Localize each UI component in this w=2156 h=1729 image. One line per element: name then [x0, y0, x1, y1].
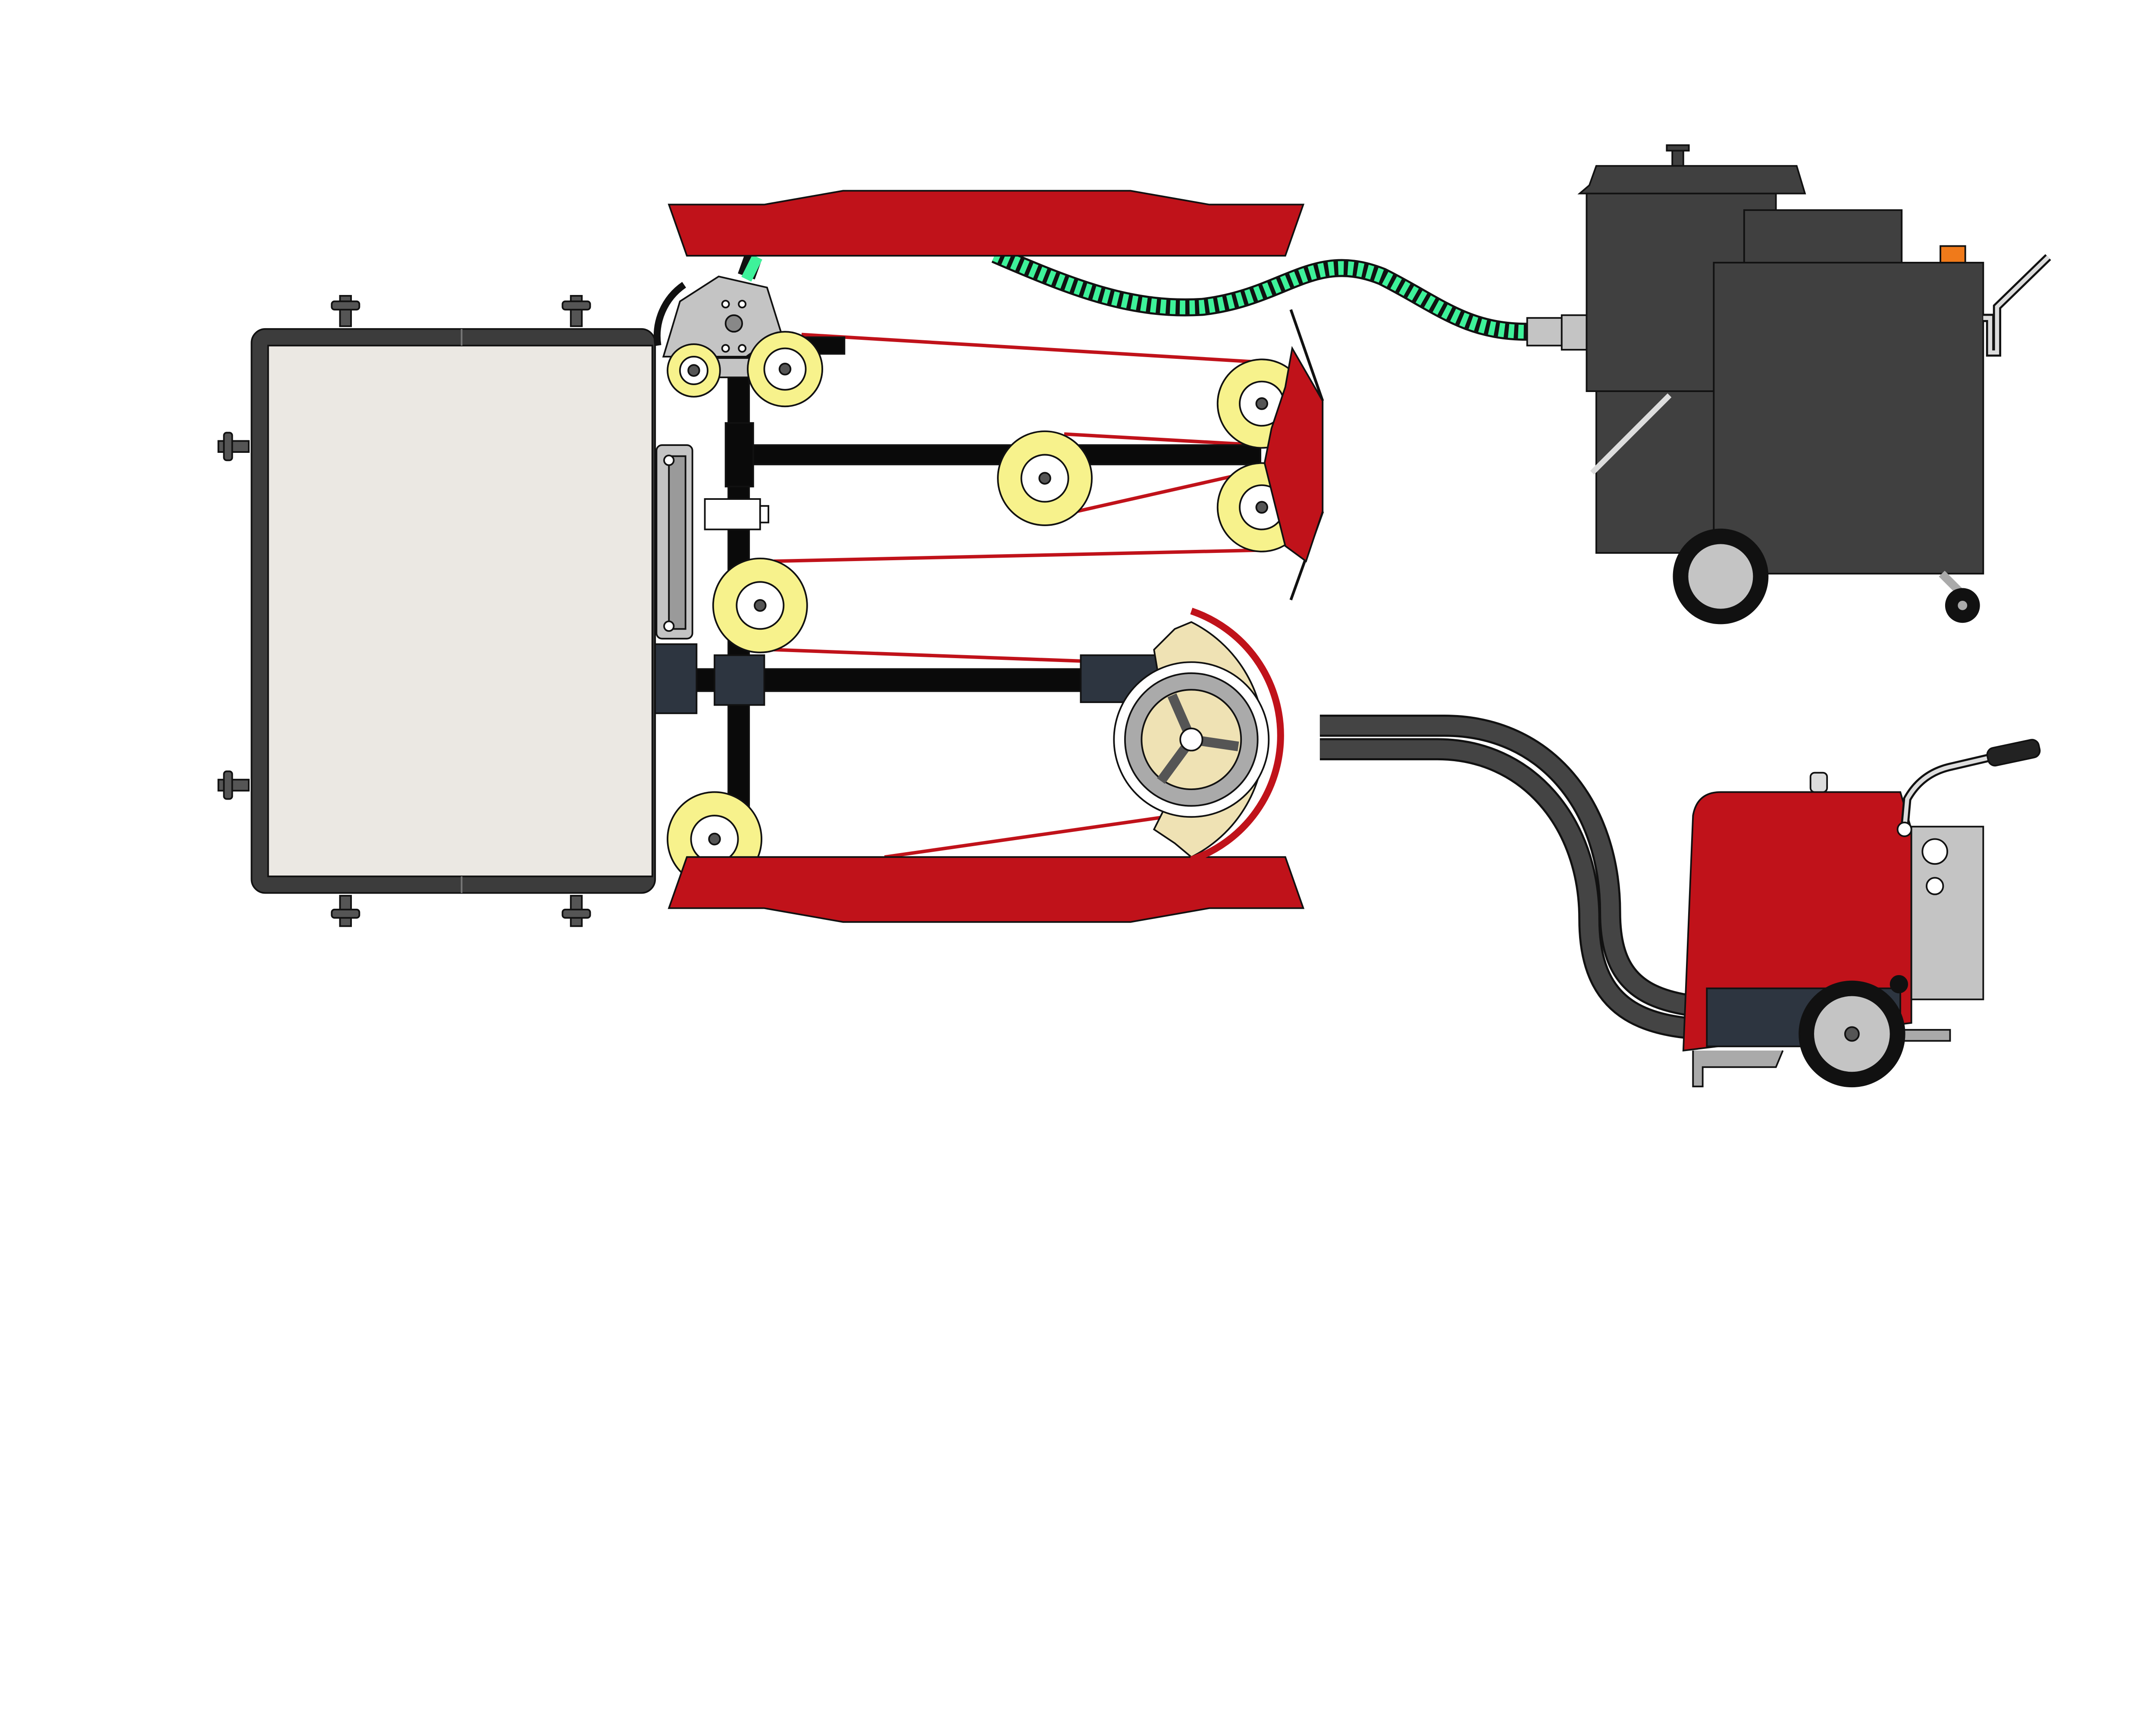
bolt-icon — [331, 295, 360, 327]
tension-bracket — [655, 444, 769, 640]
bolt-icon — [561, 295, 591, 327]
handle-grip — [1986, 739, 2041, 767]
clamp-frame — [251, 328, 656, 894]
cut-workpiece — [1263, 309, 1324, 601]
bolt-icon — [331, 894, 360, 927]
indicator-light — [1940, 245, 1966, 264]
wire-saw-diagram — [217, 144, 2051, 1088]
hydraulic-power-unit — [1682, 739, 2041, 1088]
guard-bottom — [667, 856, 1305, 923]
guard-top — [667, 190, 1305, 257]
pulley — [997, 430, 1093, 526]
bolt-icon — [217, 432, 250, 461]
clamp-bolts — [217, 295, 591, 927]
wire-guide-housing — [653, 275, 782, 378]
drive-wheel — [1113, 608, 1284, 863]
water-hose — [738, 246, 1527, 341]
pulley — [712, 557, 808, 653]
bolt-icon — [561, 894, 591, 927]
machine-rails — [654, 336, 1261, 858]
hydraulic-hose — [1319, 715, 1755, 1041]
water-recycling-unit — [1526, 144, 2051, 624]
bolt-icon — [217, 770, 250, 800]
pulley — [747, 331, 823, 408]
pulley — [667, 343, 721, 398]
